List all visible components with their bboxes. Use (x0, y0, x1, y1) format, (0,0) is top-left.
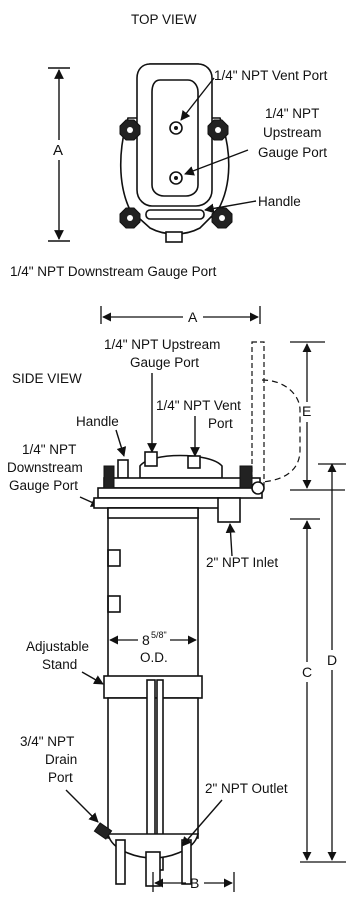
side-handle-label: Handle (76, 414, 119, 429)
side-upstream-label-2: Gauge Port (130, 355, 199, 370)
side-stand-label-1: Adjustable (26, 639, 89, 654)
side-dim-c-label: C (302, 664, 312, 680)
side-dim-e: E (290, 341, 345, 491)
top-upstream-label-1: 1/4" NPT (265, 106, 319, 121)
top-view-title: TOP VIEW (131, 12, 197, 27)
side-housing (93, 451, 265, 887)
side-dim-a: A (100, 306, 261, 325)
side-view-title: SIDE VIEW (12, 371, 82, 386)
side-diameter-fraction: 5/8" (151, 630, 167, 640)
side-dim-d-label: D (327, 652, 337, 668)
top-downstream-label: 1/4" NPT Downstream Gauge Port (10, 264, 217, 279)
side-drain-label-3: Port (48, 770, 73, 785)
side-diameter-od: O.D. (140, 650, 168, 665)
top-dim-a-label: A (53, 142, 63, 159)
top-clamp-knobs (119, 119, 233, 229)
side-vent-label-2: Port (208, 416, 233, 431)
side-downstream-label-3: Gauge Port (9, 478, 78, 493)
side-dim-a-label: A (188, 309, 198, 325)
side-downstream-label-2: Downstream (7, 460, 83, 475)
side-vent-label-1: 1/4" NPT Vent (156, 398, 241, 413)
side-dim-e-label: E (302, 403, 311, 419)
side-dim-c: C (290, 518, 320, 861)
top-vent-port-label: 1/4" NPT Vent Port (214, 68, 328, 83)
side-inlet-label: 2" NPT Inlet (206, 555, 278, 570)
side-dim-b-label: B (190, 875, 199, 891)
side-diameter-main: 8 (142, 632, 150, 648)
side-drain-label-2: Drain (45, 752, 77, 767)
top-handle-label: Handle (258, 194, 301, 209)
side-drain-label-1: 3/4" NPT (20, 734, 74, 749)
side-outlet-label: 2" NPT Outlet (205, 781, 288, 796)
top-dim-a: A (48, 67, 70, 242)
side-stand-label-2: Stand (42, 657, 77, 672)
side-upstream-label-1: 1/4" NPT Upstream (104, 337, 220, 352)
side-dim-b: B (152, 872, 235, 892)
top-upstream-label-3: Gauge Port (258, 145, 327, 160)
side-dim-d: D (300, 463, 346, 863)
side-diameter: 8 5/8" O.D. (109, 630, 197, 665)
side-downstream-label-1: 1/4" NPT (22, 442, 76, 457)
top-upstream-label-2: Upstream (263, 125, 322, 140)
side-basket-lift (251, 341, 301, 488)
